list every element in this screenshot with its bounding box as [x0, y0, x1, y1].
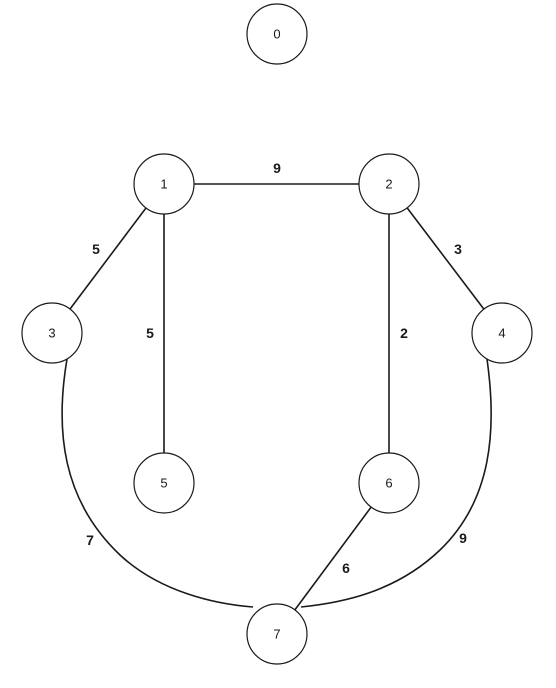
node-circle-4: [471, 302, 533, 364]
edge-line-6-7: [294, 506, 372, 611]
node-4: 4: [471, 302, 533, 364]
edge-2-4: 3: [406, 207, 485, 310]
node-label-7: 7: [273, 627, 280, 642]
edge-weight-2-6: 2: [400, 325, 408, 341]
node-2: 2: [358, 153, 420, 215]
node-0: 0: [246, 3, 308, 65]
node-label-3: 3: [48, 326, 55, 341]
edge-3-7: 7: [61, 358, 254, 608]
node-circle-3: [21, 302, 83, 364]
node-5: 5: [133, 452, 195, 514]
edge-weight-1-5: 5: [146, 325, 154, 341]
edge-weight-2-4: 3: [454, 241, 462, 257]
edge-line-2-4: [406, 207, 485, 310]
node-circle-2: [358, 153, 420, 215]
edge-1-2: 9: [194, 160, 359, 185]
edge-4-7: 9: [300, 358, 492, 608]
edge-line-4-7: [300, 358, 492, 608]
node-label-0: 0: [273, 27, 280, 42]
edge-weight-1-3: 5: [92, 241, 100, 257]
edge-6-7: 6: [294, 506, 372, 611]
node-6: 6: [358, 452, 420, 514]
edge-2-6: 2: [388, 214, 408, 453]
node-7: 7: [246, 603, 308, 665]
node-circle-0: [246, 3, 308, 65]
node-label-4: 4: [498, 326, 505, 341]
edge-weight-6-7: 6: [342, 560, 350, 576]
node-label-5: 5: [160, 476, 167, 491]
node-circle-1: [133, 153, 195, 215]
edges-layer: 9 5 5 3 2 7 6 9: [61, 160, 492, 611]
node-circle-7: [246, 603, 308, 665]
edge-1-5: 5: [146, 214, 165, 453]
edge-weight-4-7: 9: [459, 530, 467, 546]
node-3: 3: [21, 302, 83, 364]
node-1: 1: [133, 153, 195, 215]
node-circle-5: [133, 452, 195, 514]
edge-1-3: 5: [69, 207, 147, 310]
node-label-1: 1: [160, 177, 167, 192]
node-label-2: 2: [385, 177, 392, 192]
edge-line-1-3: [69, 207, 147, 310]
node-label-6: 6: [385, 476, 392, 491]
edge-weight-1-2: 9: [273, 160, 281, 176]
nodes-layer: 0 1 2 3 4 5 6 7: [21, 3, 533, 665]
edge-weight-3-7: 7: [86, 532, 94, 548]
node-circle-6: [358, 452, 420, 514]
edge-line-3-7: [61, 358, 254, 608]
